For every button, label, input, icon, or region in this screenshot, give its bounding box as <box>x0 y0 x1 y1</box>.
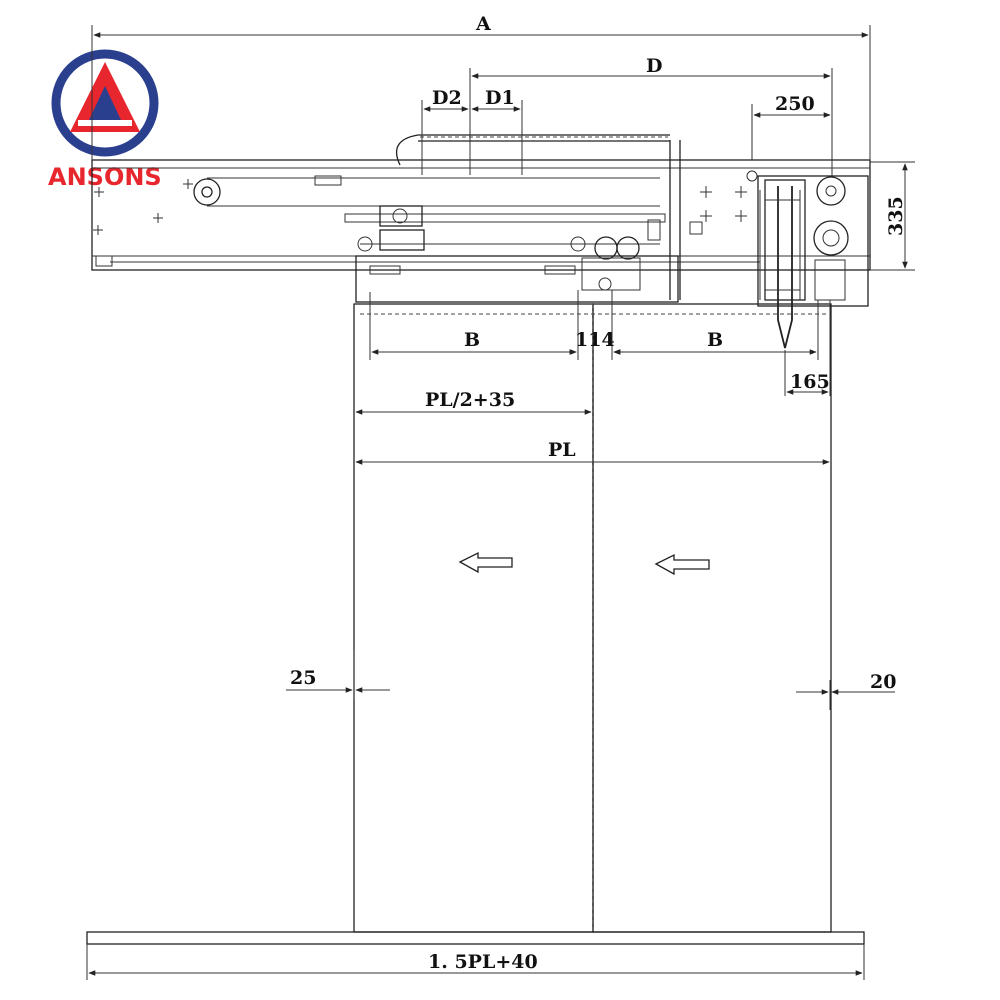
dim-label-165: 165 <box>790 371 830 393</box>
dim-label-d1: D1 <box>485 87 515 109</box>
dimension-labels: A D D2 D1 250 335 B 114 B 165 PL/2+35 PL… <box>290 13 907 973</box>
logo-inner-triangle <box>89 86 121 120</box>
dim-label-b-right: B <box>707 329 723 351</box>
left-door-arrow <box>458 551 513 574</box>
dim-label-a: A <box>475 13 491 35</box>
dim-label-d: D <box>646 55 662 77</box>
dim-label-pl: PL <box>548 439 576 461</box>
dim-label-20: 20 <box>870 671 896 693</box>
dim-label-114: 114 <box>575 329 615 351</box>
operator-header <box>91 134 871 349</box>
header-plate <box>91 159 871 271</box>
door-lock <box>764 179 806 301</box>
right-door-panel <box>592 303 832 933</box>
logo-band <box>78 120 132 126</box>
ansons-logo: ANSONS <box>48 49 162 191</box>
motor-unit <box>757 175 869 307</box>
dim-label-335: 335 <box>885 196 907 236</box>
dim-label-250: 250 <box>775 93 815 115</box>
door-sill <box>86 931 865 945</box>
logo-text: ANSONS <box>48 163 162 191</box>
right-door-arrow <box>654 553 710 576</box>
cable-chain <box>395 134 681 300</box>
dim-label-25: 25 <box>290 667 316 689</box>
motor-wheel <box>816 176 846 206</box>
left-hanger-roller <box>379 205 423 227</box>
dim-label-d2: D2 <box>432 87 462 109</box>
dim-label-sill: 1. 5PL+40 <box>428 951 538 973</box>
dimension-lines <box>86 25 915 980</box>
dim-label-half-opening: PL/2+35 <box>425 389 515 411</box>
left-pulley <box>193 178 221 206</box>
dim-label-b-left: B <box>464 329 480 351</box>
